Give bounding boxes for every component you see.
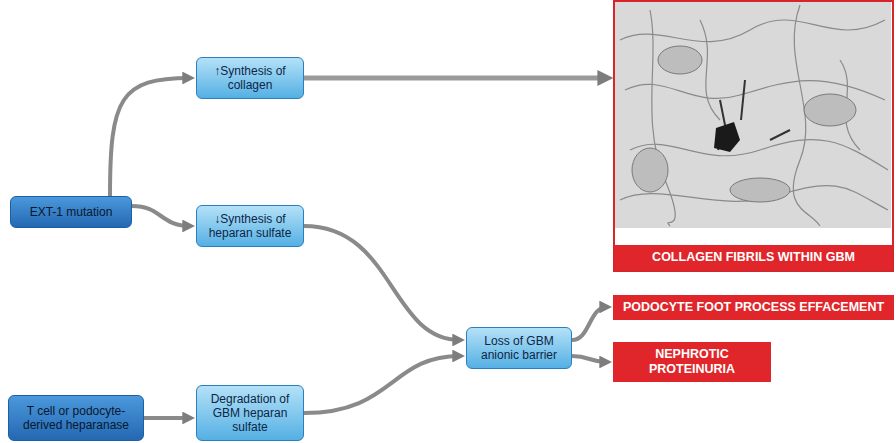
cause-box: EXT-1 mutation bbox=[10, 196, 132, 228]
node-text: PODOCYTE FOOT PROCESS EFFACEMENT bbox=[623, 300, 884, 315]
cause-box: T cell or podocyte-derived heparanase bbox=[8, 395, 144, 441]
node-text: ↓Synthesis of heparan sulfate bbox=[203, 212, 297, 240]
node-text: ↑Synthesis of collagen bbox=[203, 64, 297, 92]
node-text: Degradation of GBM heparan sulfate bbox=[203, 392, 297, 434]
process-box: Loss of GBM anionic barrier bbox=[466, 327, 572, 369]
outcome-box: NEPHROTIC PROTEINURIA bbox=[613, 342, 771, 382]
arrow-connector bbox=[304, 76, 607, 81]
arrow-connector bbox=[132, 206, 190, 226]
arrow-connector bbox=[110, 78, 190, 196]
arrow-connector bbox=[304, 356, 460, 413]
process-box: Degradation of GBM heparan sulfate bbox=[196, 385, 304, 441]
node-text: Loss of GBM anionic barrier bbox=[473, 334, 565, 362]
micrograph-panel: COLLAGEN FIBRILS WITHIN GBM bbox=[613, 0, 894, 272]
outcome-box: PODOCYTE FOOT PROCESS EFFACEMENT bbox=[613, 295, 894, 320]
node-text: COLLAGEN FIBRILS WITHIN GBM bbox=[615, 245, 892, 270]
node-text: EXT-1 mutation bbox=[30, 205, 113, 219]
process-box: ↓Synthesis of heparan sulfate bbox=[196, 205, 304, 247]
process-box: ↑Synthesis of collagen bbox=[196, 57, 304, 99]
arrow-connector bbox=[572, 356, 607, 362]
node-text: NEPHROTIC PROTEINURIA bbox=[619, 347, 765, 377]
arrow-connector bbox=[304, 226, 460, 340]
arrow-connector bbox=[144, 416, 190, 420]
node-text: T cell or podocyte-derived heparanase bbox=[15, 404, 137, 432]
arrow-connector bbox=[572, 307, 607, 340]
